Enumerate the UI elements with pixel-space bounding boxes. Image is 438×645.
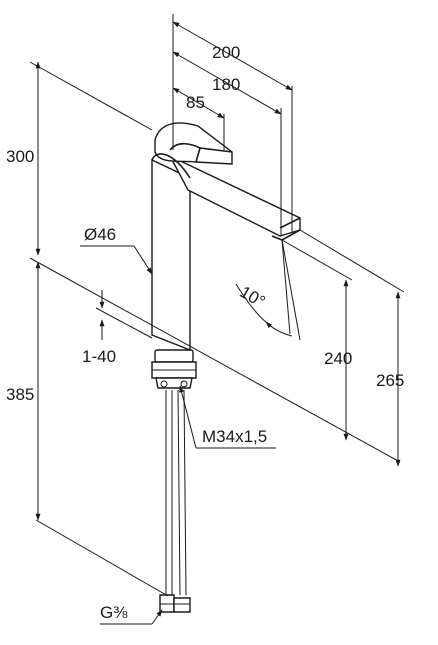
dim-180-label: 180 [212, 75, 240, 94]
dim-thread: M34x1,5 [179, 385, 276, 449]
dim-300-label: 300 [6, 147, 34, 166]
dim-265-label: 265 [376, 371, 404, 390]
dim-385: 385 [6, 261, 41, 521]
dim-385-label: 385 [6, 385, 34, 404]
dim-angle-label: 10° [237, 282, 269, 311]
dim-240-label: 240 [324, 349, 352, 368]
dim-connection-label: G⅜ [100, 603, 128, 622]
deck-line [29, 257, 401, 463]
dim-85: 85 [172, 86, 225, 150]
dim-diameter: Ø46 [80, 225, 153, 275]
dim-deck-thickness-label: 1-40 [82, 347, 116, 366]
dim-diameter-label: Ø46 [84, 225, 116, 244]
faucet-body [151, 122, 301, 352]
dim-265: 265 [299, 229, 404, 467]
supply-hoses [159, 389, 191, 613]
mounting-nut [151, 349, 197, 389]
dim-85-label: 85 [186, 93, 205, 112]
dim-thread-label: M34x1,5 [202, 427, 267, 446]
dim-connection: G⅜ [100, 603, 163, 625]
hose-end-line [35, 519, 169, 597]
dim-200-label: 200 [212, 43, 240, 62]
dim-deck-thickness: 1-40 [82, 290, 153, 366]
dim-300: 300 [6, 61, 153, 256]
dim-240: 240 [281, 239, 352, 441]
dim-angle: 10° [235, 239, 301, 341]
